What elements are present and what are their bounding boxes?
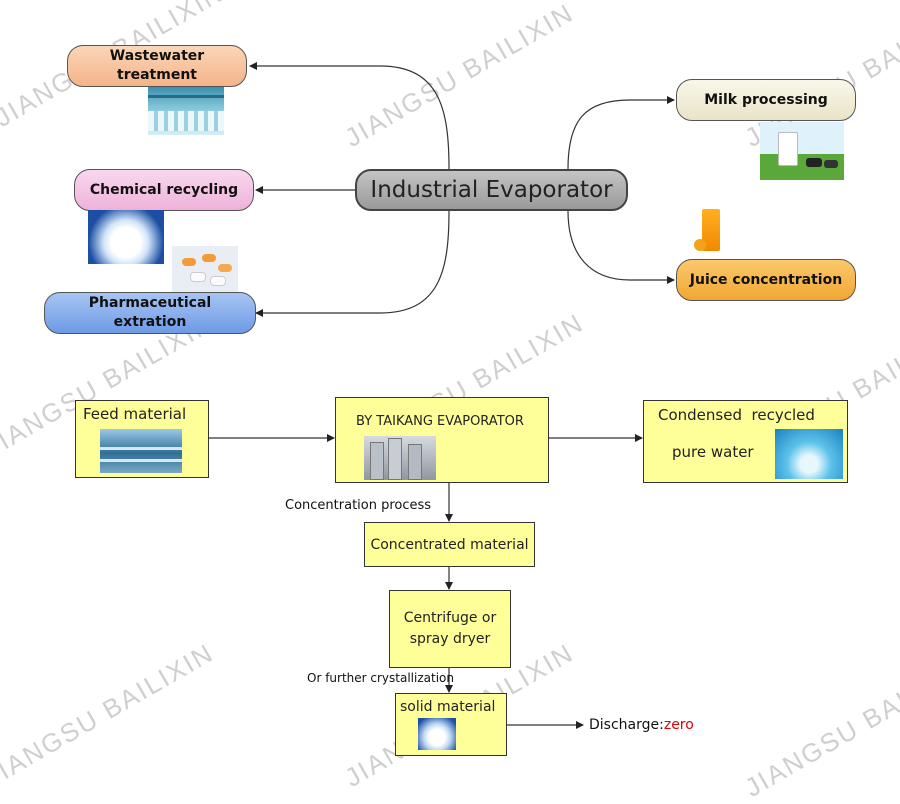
wastewater-label: Wastewater treatment (109, 48, 205, 83)
arrow-to-milk (567, 96, 675, 170)
evaporator-label: BY TAIKANG EVAPORATOR (356, 414, 524, 429)
solid-material-label: solid material (400, 699, 496, 715)
concentration-process-label: Concentration process (285, 498, 432, 513)
feed-material-box: Feed material (75, 400, 209, 478)
crystallization-label: Or further crystallization (307, 671, 454, 685)
solid-material-box: solid material (395, 693, 507, 756)
solid-material-image (418, 718, 456, 750)
chemical-node: Chemical recycling (74, 169, 254, 211)
juice-label: Juice concentration (689, 271, 843, 288)
arrow-to-wastewater (249, 62, 450, 170)
juice-image (692, 195, 732, 255)
water-label-line2: pure water (672, 443, 754, 461)
discharge-value: zero (663, 717, 694, 733)
feed-material-image (100, 429, 182, 473)
industrial-evaporator-node: Industrial Evaporator (355, 169, 628, 211)
wastewater-image (148, 87, 224, 135)
juice-node: Juice concentration (676, 259, 856, 301)
pharmaceutical-node: Pharmaceutical extration (44, 292, 256, 334)
concentrated-material-label: Concentrated material (370, 536, 529, 553)
evaporator-box: BY TAIKANG EVAPORATOR (335, 397, 549, 483)
arrow-to-pharma (255, 210, 450, 317)
pure-water-box: Condensed recycled pure water (643, 400, 848, 483)
wastewater-node: Wastewater treatment (67, 45, 247, 87)
centrifuge-box: Centrifuge or spray dryer (389, 590, 511, 668)
concentrated-material-box: Concentrated material (364, 522, 535, 567)
milk-node: Milk processing (676, 79, 856, 121)
milk-label: Milk processing (704, 91, 828, 108)
water-splash-image (775, 429, 843, 479)
discharge-label: Discharge:zero (589, 717, 694, 733)
discharge-prefix: Discharge: (589, 717, 664, 733)
pharmaceutical-label: Pharmaceutical extration (88, 295, 212, 330)
pills-image (172, 246, 238, 292)
arrow-to-juice (567, 210, 675, 284)
evaporator-image (364, 436, 436, 480)
chemical-label: Chemical recycling (89, 181, 239, 198)
centrifuge-label: Centrifuge or spray dryer (403, 610, 497, 647)
feed-material-label: Feed material (83, 405, 187, 423)
milk-image (760, 122, 844, 180)
chemical-crystals-image (88, 210, 164, 264)
water-label-line1: Condensed recycled (658, 406, 815, 424)
